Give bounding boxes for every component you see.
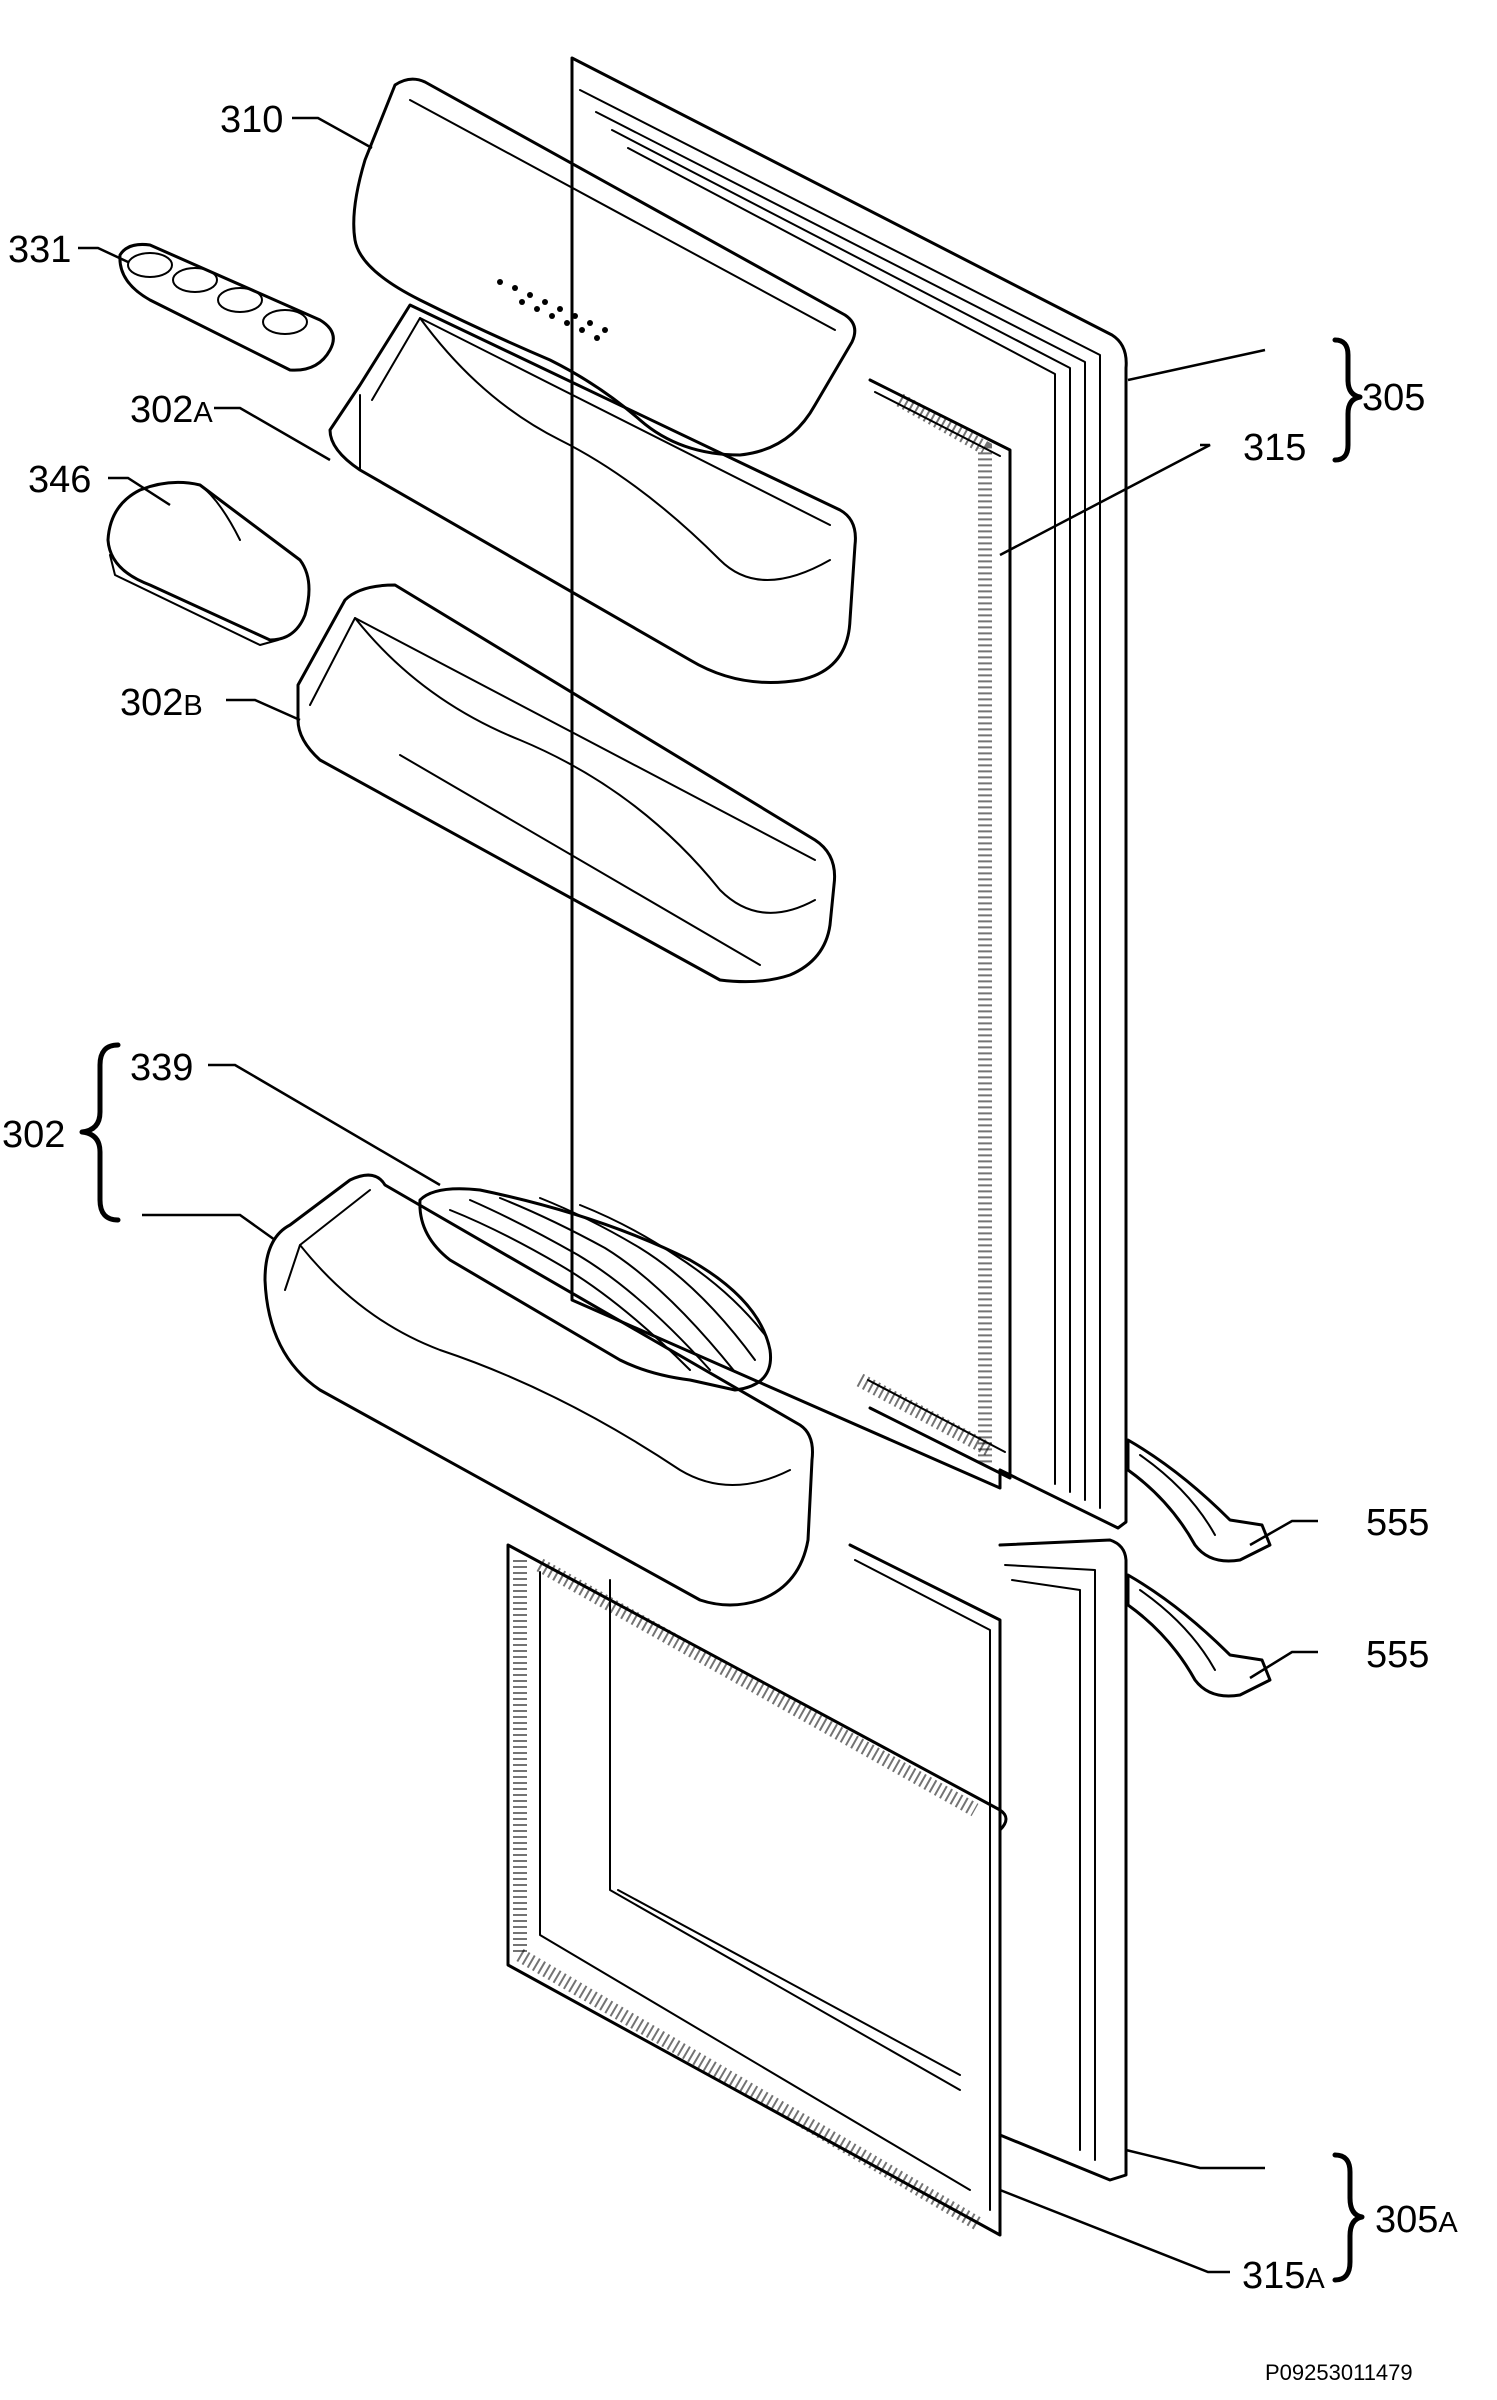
label-315: 315 [1243, 427, 1306, 469]
label-302: 302 [2, 1114, 65, 1156]
label-310: 310 [220, 99, 283, 141]
door-shelf-302 [263, 1173, 814, 1607]
label-315a-number: 315 [1242, 2255, 1305, 2297]
label-315a-suffix: A [1305, 2263, 1325, 2295]
brace-305 [1332, 337, 1363, 463]
label-555-bottom: 555 [1366, 1634, 1429, 1676]
label-305: 305 [1362, 377, 1425, 419]
label-339: 339 [130, 1047, 193, 1089]
lower-door-panel [506, 1538, 1128, 2237]
label-302b-number: 302 [120, 682, 183, 724]
hinge-part-upper [1126, 1438, 1272, 1563]
label-305a-number: 305 [1375, 2199, 1438, 2241]
door-shelf-302b [296, 583, 837, 984]
label-555-top: 555 [1366, 1502, 1429, 1544]
label-302a-suffix: A [193, 397, 213, 429]
reference-code: P09253011479 [1265, 2360, 1413, 2385]
bottle-holder [418, 1187, 773, 1392]
butter-dish [106, 480, 311, 646]
label-305a: 305A [1375, 2199, 1458, 2241]
label-302a-number: 302 [130, 389, 193, 431]
label-305a-suffix: A [1438, 2207, 1458, 2239]
brace-305a [1332, 2152, 1365, 2283]
ventilation-holes [497, 279, 608, 341]
label-346: 346 [28, 459, 91, 501]
door-shelf-302a [328, 303, 857, 684]
label-331: 331 [8, 229, 71, 271]
label-302b-suffix: B [183, 690, 202, 722]
upper-door-panel [570, 56, 1128, 1530]
hinge-part-lower [1126, 1573, 1272, 1698]
egg-tray [118, 243, 335, 372]
label-302b: 302B [120, 682, 203, 724]
label-302a: 302A [130, 389, 213, 431]
brace-302 [79, 1042, 121, 1223]
label-315a: 315A [1242, 2255, 1325, 2297]
leader-lines [78, 116, 1318, 2274]
